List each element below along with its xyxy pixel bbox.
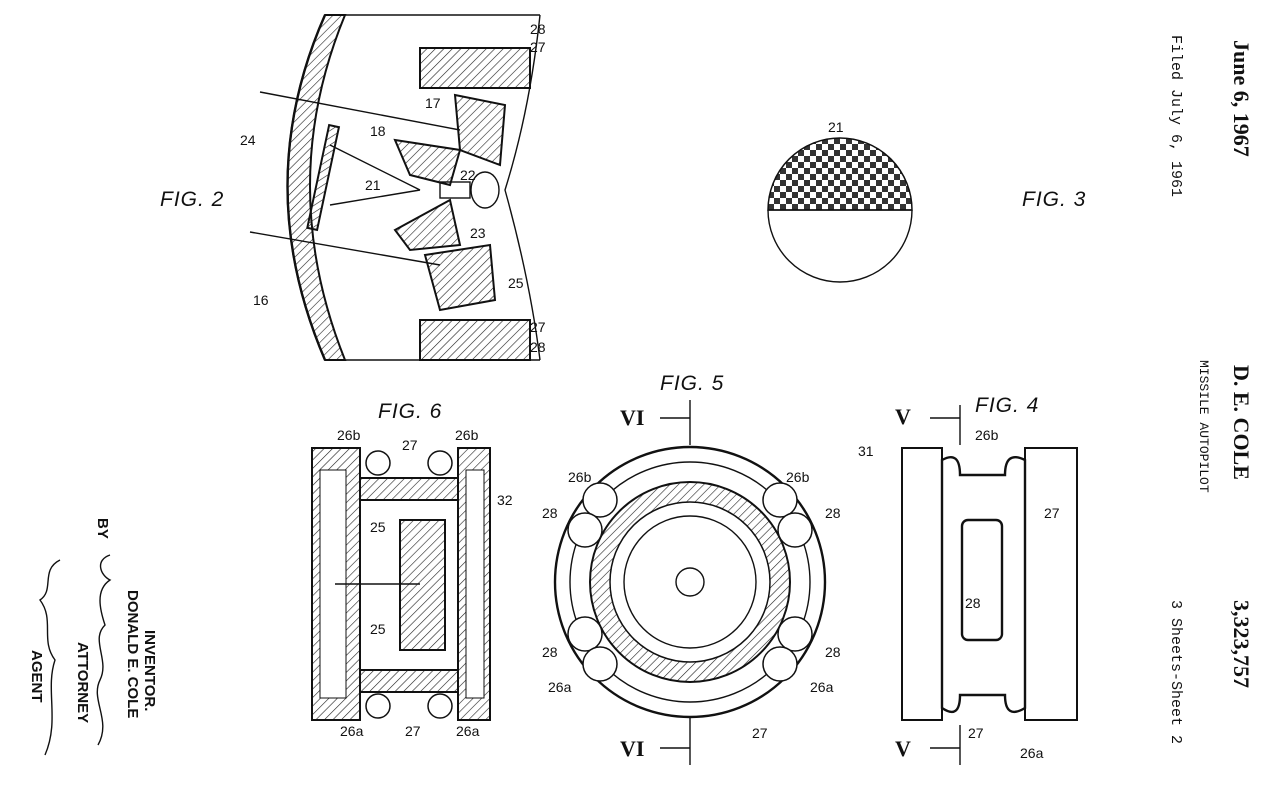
- reference-label: 28: [542, 644, 558, 660]
- reference-label: 27: [405, 723, 421, 739]
- reference-label: 23: [470, 225, 486, 241]
- reference-label: VI: [620, 405, 644, 430]
- reference-label: V: [895, 736, 911, 761]
- reference-label: 27: [752, 725, 768, 741]
- reference-label: 25: [508, 275, 524, 291]
- figure-2: FIG. 2 28 27 17 18 24 22 21 23 25 16 27 …: [160, 14, 546, 361]
- reference-label: 26a: [1020, 745, 1044, 761]
- reference-label: 26b: [975, 427, 999, 443]
- reference-label: 28: [965, 595, 981, 611]
- figure-4: V V FIG. 4 31 26b 27 28 27 26a: [858, 394, 1078, 765]
- reference-label: 32: [497, 492, 513, 508]
- reference-label: 24: [240, 132, 256, 148]
- reference-label: 27: [530, 319, 546, 335]
- ring-27-bottom: [419, 319, 531, 361]
- reference-label: V: [895, 404, 911, 429]
- reference-label: ATTORNEY: [74, 642, 91, 723]
- fig5-title: FIG. 5: [660, 372, 724, 395]
- reference-label: 31: [858, 443, 874, 459]
- reference-label: 16: [253, 292, 269, 308]
- reference-label: 26b: [455, 427, 479, 443]
- figure-6: FIG. 6 26b 27 26b 32 25 25 26a 27 26a: [311, 400, 513, 739]
- ring-27-top: [419, 47, 531, 89]
- attorney-signature: [96, 554, 112, 746]
- reference-label: 26a: [456, 723, 480, 739]
- fig3-title: FIG. 3: [1022, 188, 1086, 211]
- reference-label: 26a: [548, 679, 572, 695]
- mirror-17: [453, 93, 507, 167]
- reference-label: VI: [620, 736, 644, 761]
- header-block: June 6, 1967 Filed July 6, 1961 D. E. CO…: [1167, 35, 1254, 744]
- reference-label: INVENTOR.: [141, 630, 158, 711]
- filed-date: Filed July 6, 1961: [1167, 35, 1184, 197]
- reference-label: DONALD E. COLE: [124, 590, 141, 718]
- reference-label: 25: [370, 621, 386, 637]
- reference-label: 21: [828, 119, 844, 135]
- fig2-title: FIG. 2: [160, 188, 224, 211]
- reference-label: 26b: [786, 469, 810, 485]
- patent-title: MISSILE AUTOPILOT: [1196, 360, 1211, 493]
- reference-label: 26b: [568, 469, 592, 485]
- reference-label: 27: [968, 725, 984, 741]
- reference-label: 28: [825, 505, 841, 521]
- reference-label: 21: [365, 177, 381, 193]
- reference-label: 18: [370, 123, 386, 139]
- reference-label: 17: [425, 95, 441, 111]
- reference-label: 22: [460, 167, 476, 183]
- reference-label: 26a: [810, 679, 834, 695]
- patent-date: June 6, 1967: [1229, 40, 1254, 157]
- reference-label: 26b: [337, 427, 361, 443]
- reference-label: BY: [94, 518, 111, 539]
- figure-3: 21 FIG. 3: [767, 119, 1086, 283]
- signature-block: INVENTOR. DONALD E. COLE BY ATTORNEY AGE…: [28, 518, 158, 756]
- sheet-count: 3 Sheets-Sheet 2: [1167, 600, 1184, 744]
- reference-label: 27: [530, 39, 546, 55]
- agent-signature: [38, 559, 61, 756]
- reference-label: AGENT: [28, 650, 45, 703]
- reference-label: 28: [542, 505, 558, 521]
- fig6-title: FIG. 6: [378, 400, 442, 423]
- figure-5: FIG. 5 VI VI 26b 26b 28 28 28 28 26a 26a…: [542, 372, 841, 765]
- reference-label: 28: [530, 339, 546, 355]
- reference-label: 28: [530, 21, 546, 37]
- reference-label: 26a: [340, 723, 364, 739]
- reference-label: 25: [370, 519, 386, 535]
- reference-label: 28: [825, 644, 841, 660]
- inventor-name: D. E. COLE: [1229, 365, 1254, 480]
- patent-number: 3,323,757: [1229, 600, 1254, 688]
- reference-label: 27: [402, 437, 418, 453]
- mirror-18: [306, 123, 341, 232]
- reference-label: 27: [1044, 505, 1060, 521]
- fig4-title: FIG. 4: [975, 394, 1039, 417]
